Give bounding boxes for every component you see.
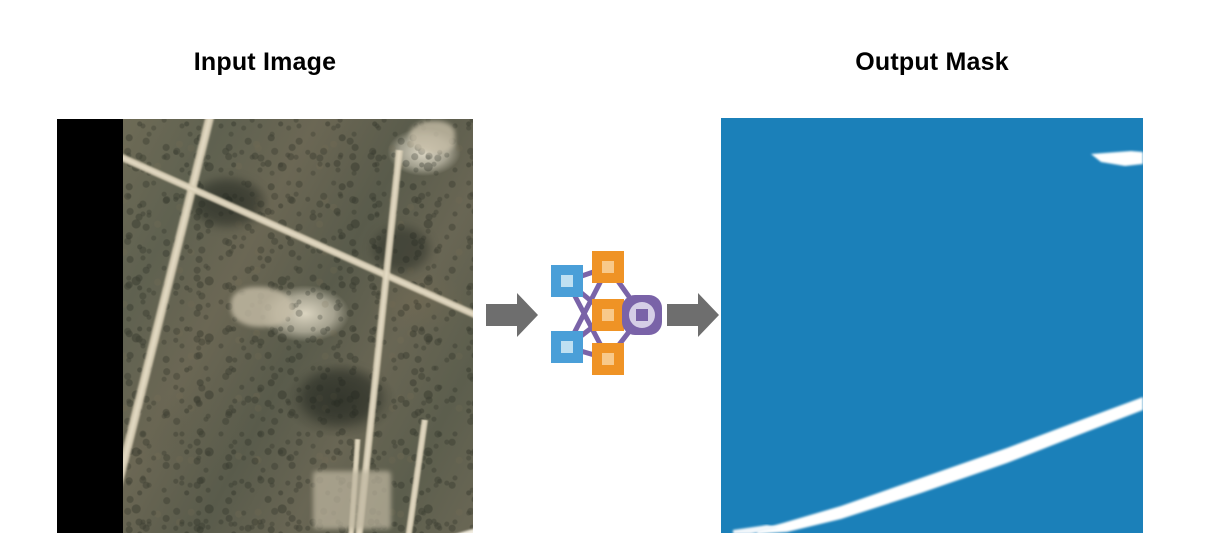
hidden-node-core bbox=[602, 353, 614, 365]
hidden-node-core bbox=[602, 309, 614, 321]
mask-background bbox=[721, 118, 1143, 533]
arrow-right-icon-right bbox=[667, 293, 719, 337]
neural-network-diagram bbox=[551, 251, 662, 375]
mask-road-wedge bbox=[1091, 151, 1143, 166]
clearing-area bbox=[313, 471, 391, 529]
dark-vegetation-patch bbox=[373, 227, 429, 271]
output-mask-panel bbox=[721, 118, 1143, 533]
hidden-node-core bbox=[602, 261, 614, 273]
mask-road-tail bbox=[733, 525, 779, 533]
mask-road-diagonal bbox=[757, 397, 1143, 533]
clearing-area bbox=[231, 287, 293, 327]
output-mask-title: Output Mask bbox=[855, 48, 1009, 76]
output-node-core bbox=[636, 309, 648, 321]
output-layer-node bbox=[622, 295, 662, 335]
hidden-layer-nodes bbox=[592, 251, 624, 375]
model-pipeline bbox=[484, 245, 721, 385]
input-layer-nodes bbox=[551, 265, 583, 363]
aerial-photo bbox=[123, 119, 473, 533]
arrow-right-icon-left bbox=[486, 293, 538, 337]
input-image-panel bbox=[57, 119, 473, 533]
input-image-padding-strip bbox=[57, 119, 123, 533]
input-image-title: Input Image bbox=[193, 48, 337, 76]
input-node-core bbox=[561, 341, 573, 353]
clearing-area bbox=[409, 121, 455, 153]
segmentation-mask-graphic bbox=[721, 118, 1143, 533]
input-node-core bbox=[561, 275, 573, 287]
